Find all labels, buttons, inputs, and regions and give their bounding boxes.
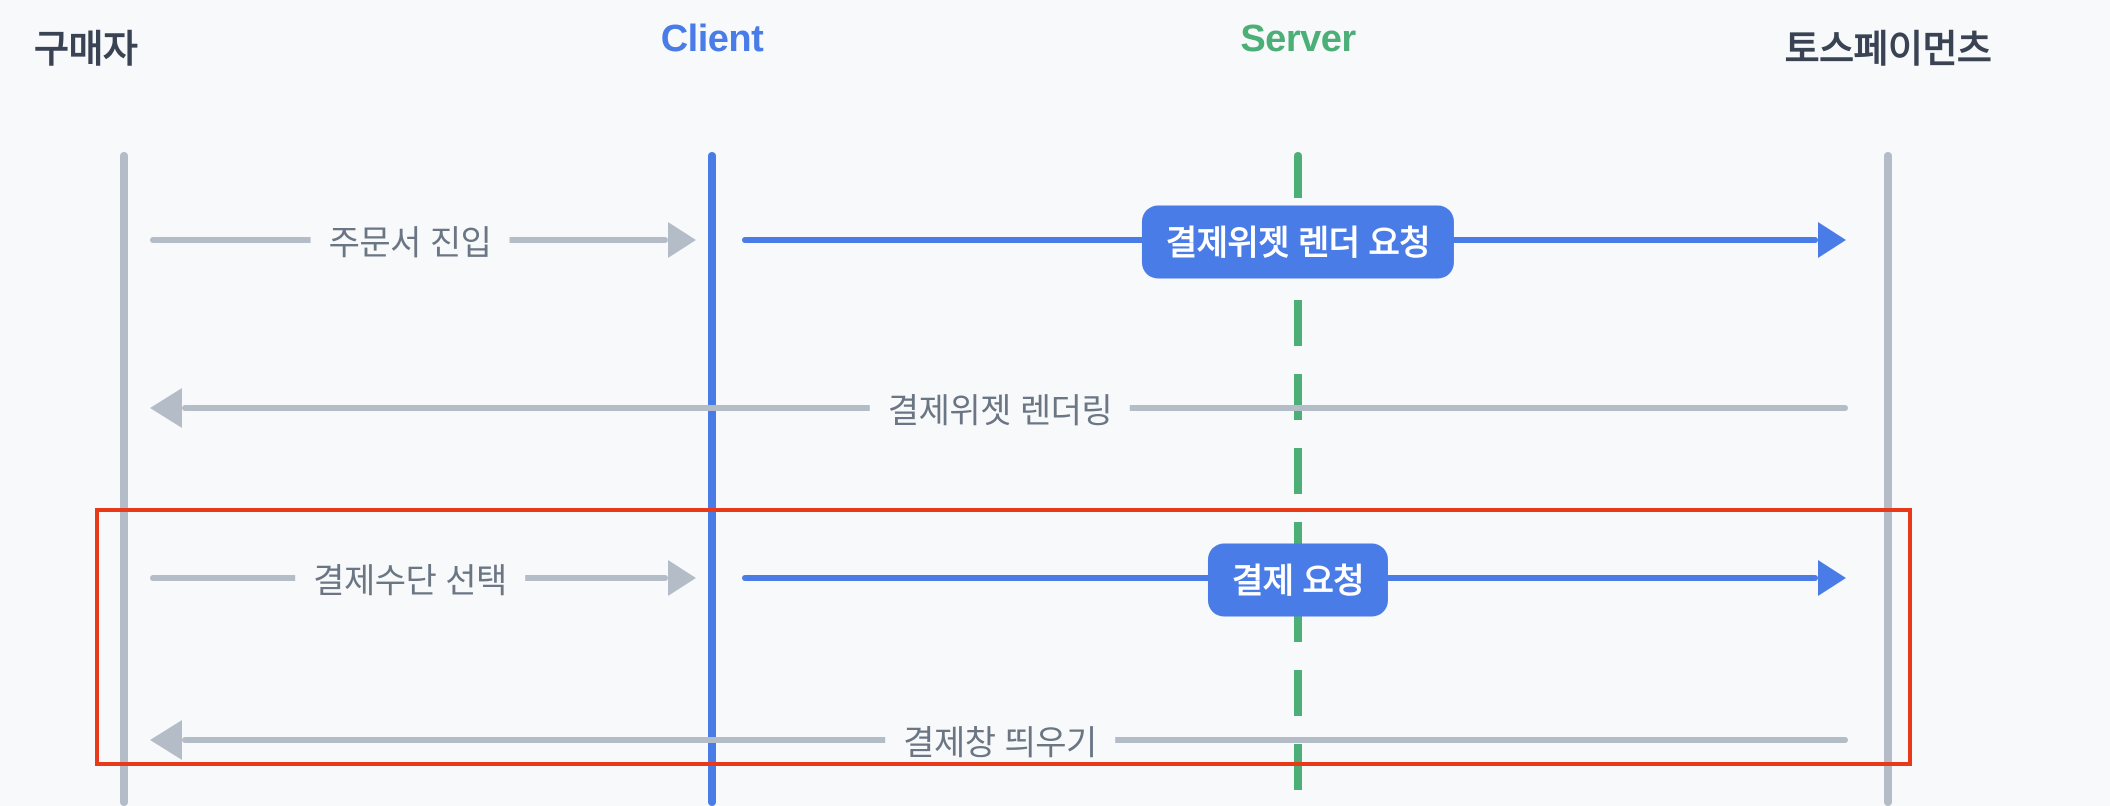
arrowhead-right-select-payment-method	[668, 560, 696, 596]
message-label-order-entry: 주문서 진입	[310, 213, 510, 267]
arrowhead-right-widget-render-request	[1818, 222, 1846, 258]
message-label-open-payment-window: 결제창 띄우기	[885, 713, 1115, 767]
lifeline-buyer	[120, 152, 128, 806]
lifeline-server	[1294, 152, 1302, 806]
participant-label-buyer: 구매자	[34, 29, 138, 71]
lifeline-tosspayments	[1884, 152, 1892, 806]
arrowhead-left-widget-rendering	[150, 388, 182, 428]
message-badge-payment-request: 결제 요청	[1207, 543, 1389, 617]
lifeline-client	[708, 152, 716, 806]
arrowhead-right-payment-request	[1818, 560, 1846, 596]
arrowhead-right-order-entry	[668, 222, 696, 258]
message-label-select-payment-method: 결제수단 선택	[295, 551, 525, 605]
participant-label-client: Client	[660, 18, 764, 60]
message-label-widget-rendering: 결제위젯 렌더링	[869, 381, 1131, 435]
participant-label-tosspayments: 토스페이먼츠	[1784, 29, 1992, 71]
message-badge-widget-render-request: 결제위젯 렌더 요청	[1141, 205, 1455, 279]
arrowhead-left-open-payment-window	[150, 720, 182, 760]
participant-label-server: Server	[1240, 18, 1356, 60]
